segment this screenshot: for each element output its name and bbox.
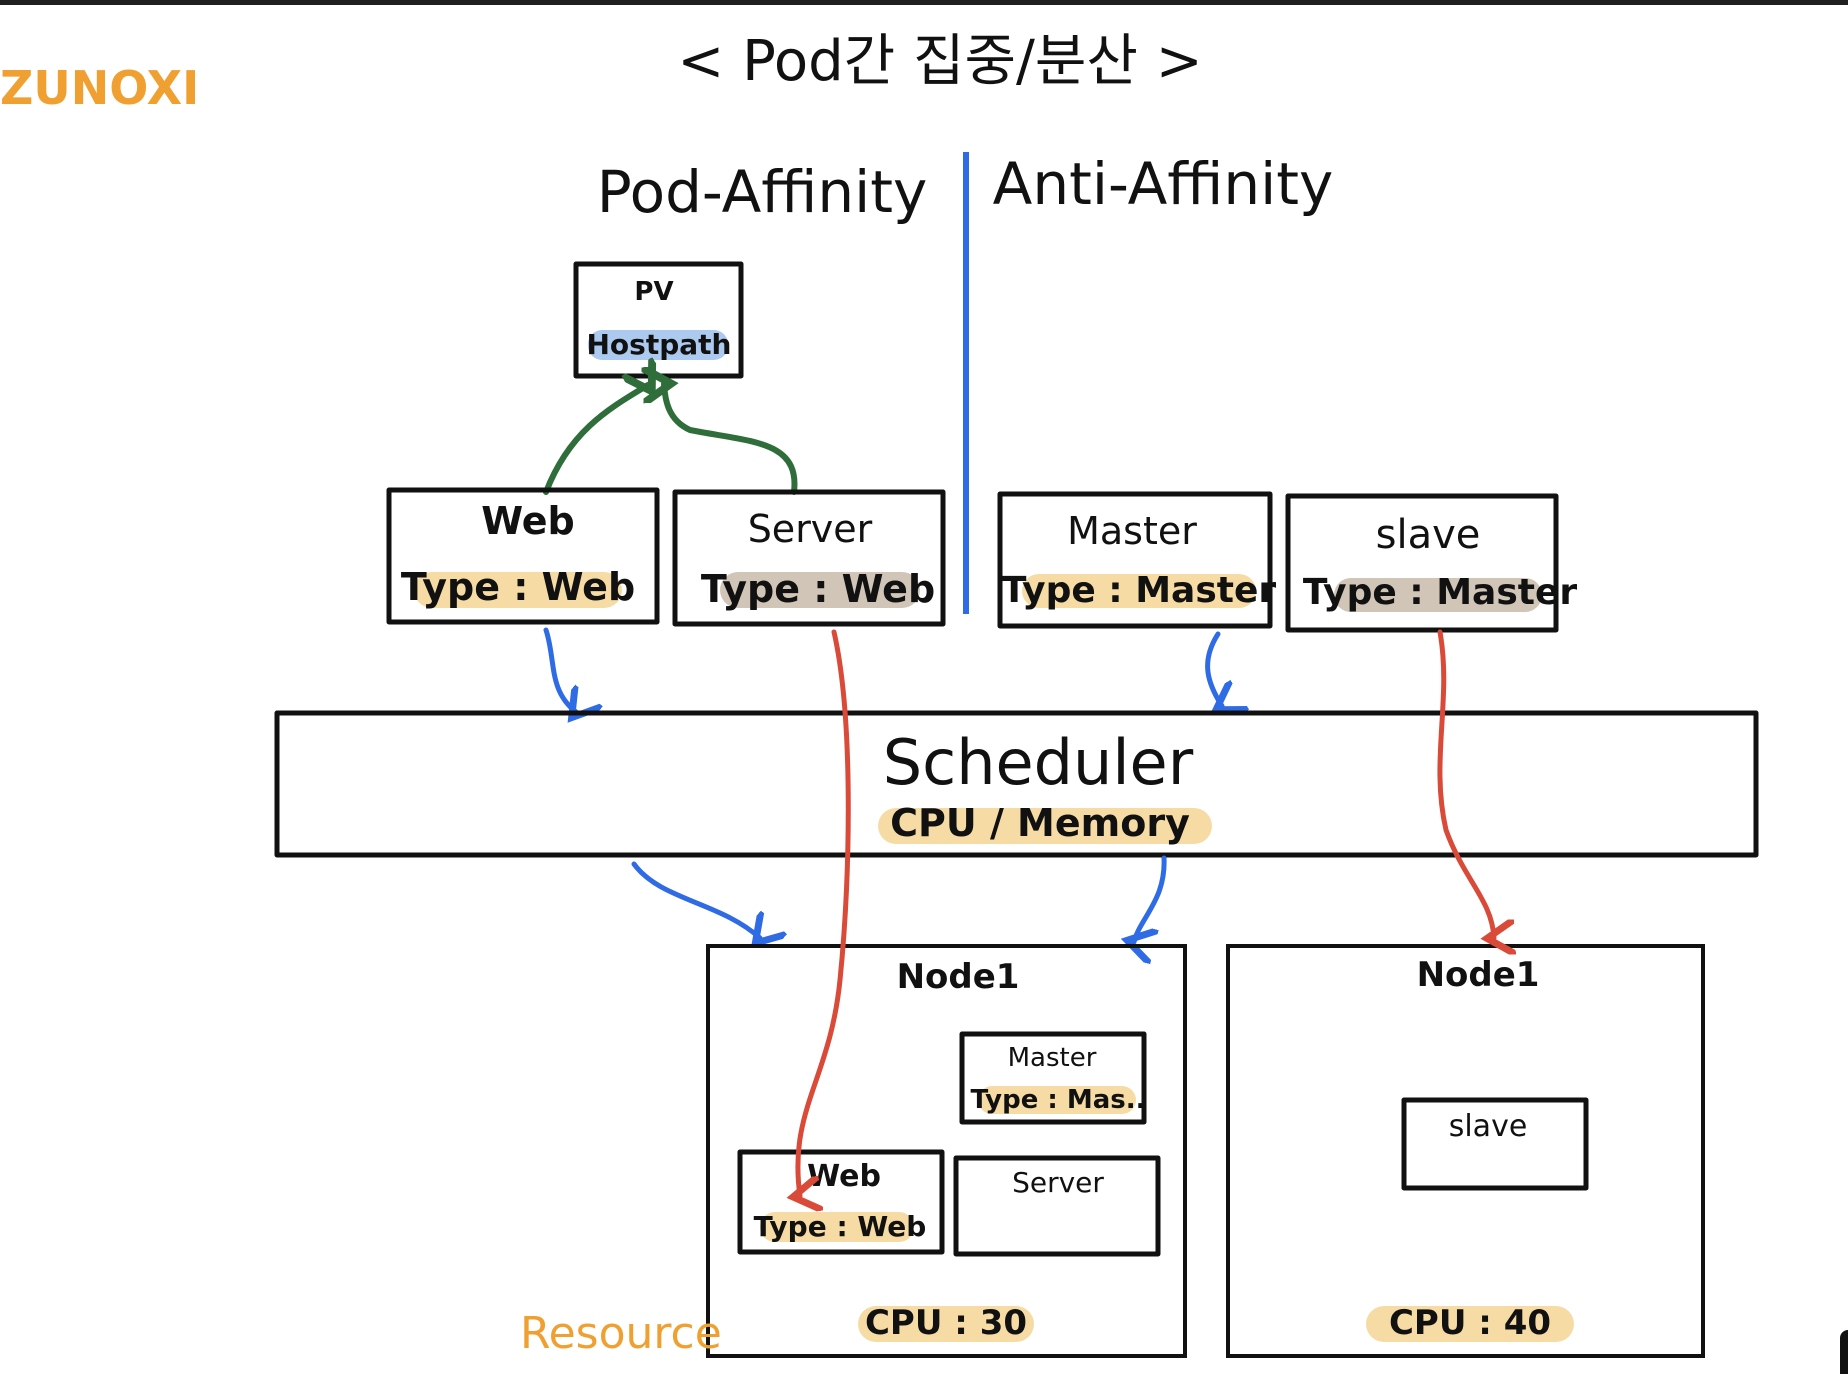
node-1-pod-web-name: Web — [807, 1159, 881, 1194]
pod-web-type: Type : Web — [401, 565, 635, 609]
node-2-name: Node1 — [1417, 955, 1540, 995]
arrow-web-to-pv — [543, 385, 648, 495]
scheduler-box: Scheduler CPU / Memory — [274, 710, 1759, 858]
scheduler-name: Scheduler — [883, 726, 1194, 799]
node-2: Node1 slave CPU : 40 — [1226, 944, 1705, 1358]
node-1-pod-master-type: Type : Mas.. — [971, 1085, 1146, 1115]
pv-label: PV — [634, 277, 673, 307]
pod-server-type: Type : Web — [701, 567, 935, 611]
section-anti-affinity: Anti-Affinity — [993, 150, 1334, 218]
window-edge — [1840, 1330, 1848, 1374]
pod-master-name: Master — [1067, 509, 1197, 553]
resource-label: Resource — [520, 1308, 722, 1359]
pod-slave: slave Type : Master — [1285, 493, 1578, 633]
arrow-slave-to-node2 — [1437, 629, 1494, 938]
arrow-server-to-node1-web — [798, 629, 851, 1196]
node-2-cpu: CPU : 40 — [1389, 1303, 1551, 1343]
node-1-name: Node1 — [897, 957, 1020, 997]
node-1-pod-server-name: Server — [1012, 1166, 1104, 1199]
pod-slave-type: Type : Master — [1303, 572, 1578, 613]
node-1: Node1 Master Type : Mas.. Web Type : Web… — [706, 944, 1187, 1358]
scheduler-resources: CPU / Memory — [890, 801, 1190, 845]
arrow-scheduler-to-node1-left — [631, 861, 760, 938]
diagram-title: < Pod간 집중/분산 > — [677, 29, 1202, 94]
arrow-scheduler-to-node1-right — [1134, 855, 1167, 942]
node-1-pod-server: Server — [953, 1155, 1161, 1257]
brand-logo: ZUNOXI — [0, 61, 199, 115]
node-2-pod-slave: slave — [1401, 1097, 1589, 1191]
node-1-pod-master-name: Master — [1008, 1043, 1097, 1073]
pod-server-name: Server — [748, 507, 873, 551]
node-1-pod-web-type: Type : Web — [754, 1210, 927, 1243]
pv-box: PV Hostpath — [573, 261, 744, 379]
section-pod-affinity: Pod-Affinity — [597, 158, 928, 226]
top-border — [0, 0, 1848, 5]
pod-master: Master Type : Master — [997, 491, 1277, 629]
pod-web: Web Type : Web — [386, 487, 660, 625]
node-1-pod-web: Web Type : Web — [737, 1149, 945, 1255]
arrow-server-to-pv — [664, 384, 798, 495]
pod-master-type: Type : Master — [1002, 570, 1277, 611]
node-2-pod-slave-name: slave — [1449, 1109, 1528, 1144]
node-1-pod-master: Master Type : Mas.. — [959, 1031, 1147, 1125]
pv-hostpath-tag: Hostpath — [587, 328, 732, 361]
pod-slave-name: slave — [1376, 512, 1481, 558]
pod-web-name: Web — [481, 499, 575, 543]
arrow-master-to-scheduler — [1205, 631, 1222, 706]
arrow-web-to-scheduler — [543, 627, 576, 712]
node-1-cpu: CPU : 30 — [865, 1303, 1027, 1343]
pod-server: Server Type : Web — [672, 489, 946, 627]
